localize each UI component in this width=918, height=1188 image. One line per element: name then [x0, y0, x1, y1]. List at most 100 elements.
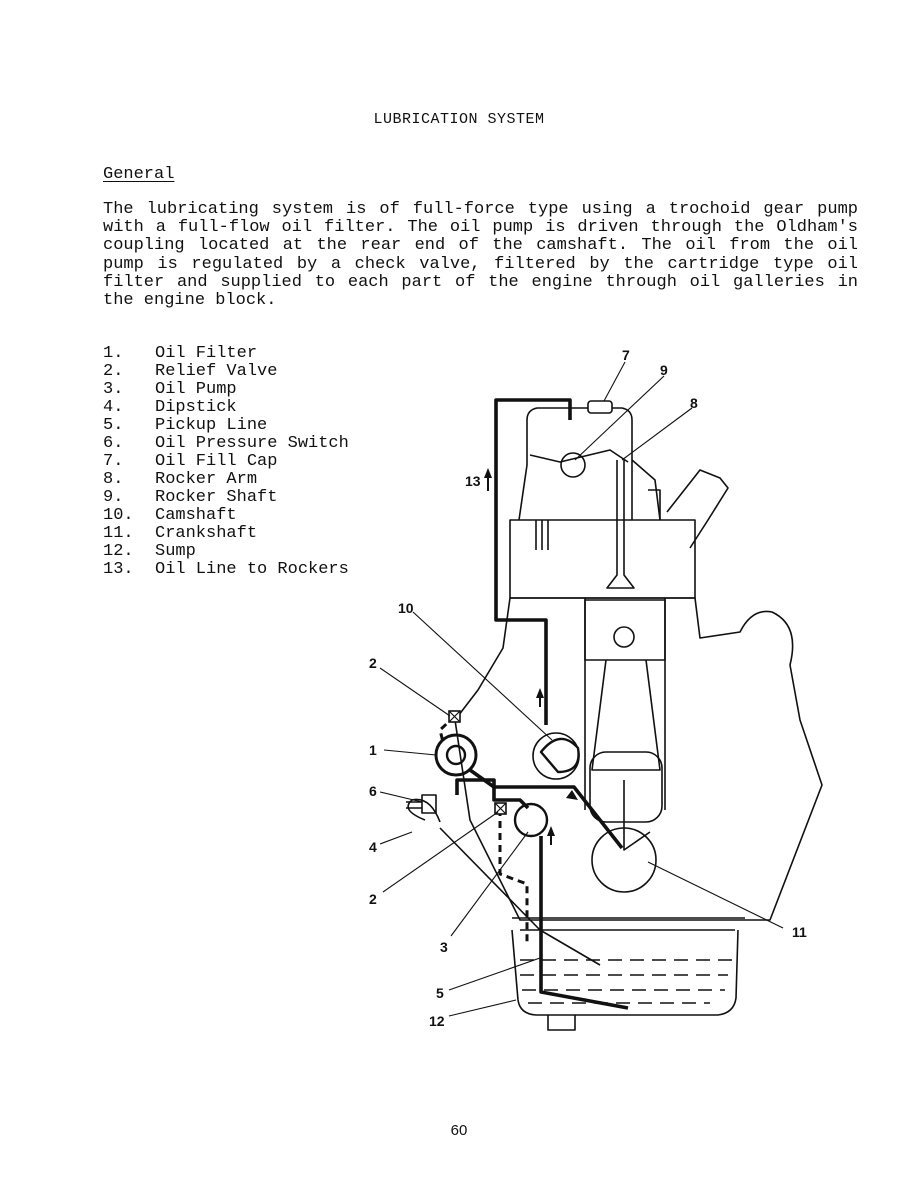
- valve-stem: [606, 460, 635, 589]
- page-number: 60: [450, 1122, 468, 1139]
- legend-number: 1.: [103, 344, 124, 363]
- main-gallery: [455, 650, 548, 810]
- switch-terminal: [406, 801, 422, 809]
- callout-10: 10: [398, 600, 414, 616]
- legend-item: 11. Crankshaft: [103, 525, 349, 543]
- leader-12: [448, 999, 517, 1017]
- drain-plug: [547, 1015, 576, 1031]
- legend-label: Oil Fill Cap: [155, 452, 278, 471]
- flow-arrow-up: [484, 468, 492, 478]
- legend-item: 7. Oil Fill Cap: [103, 453, 349, 471]
- legend-number: 4.: [103, 398, 124, 417]
- sump-flange: [512, 917, 745, 931]
- cylinder-wall: [584, 598, 666, 810]
- legend-number: 5.: [103, 416, 124, 435]
- legend-label: Oil Filter: [155, 344, 258, 363]
- leader-5: [448, 957, 541, 991]
- legend-number: 9.: [103, 488, 124, 507]
- piston: [584, 599, 666, 661]
- legend-item: 13. Oil Line to Rockers: [103, 561, 349, 579]
- oil-filter: [434, 733, 478, 777]
- callout-7: 7: [622, 347, 630, 363]
- leader-6: [379, 791, 423, 803]
- leader-2a: [379, 667, 451, 717]
- legend-item: 5. Pickup Line: [103, 417, 349, 435]
- dipstick: [407, 798, 601, 966]
- cylinder-block-outline: [454, 597, 823, 921]
- legend-item: 4. Dipstick: [103, 399, 349, 417]
- legend-number: 12.: [103, 542, 134, 561]
- legend-item: 12.Sump: [103, 543, 349, 561]
- legend-label: Pickup Line: [155, 416, 268, 435]
- legend-number: 6.: [103, 434, 124, 453]
- legend-label: Camshaft: [155, 506, 237, 525]
- leader-10: [412, 611, 553, 741]
- piston-pin: [613, 626, 635, 648]
- callout-11: 11: [792, 924, 807, 940]
- flow-arrow-up-stem: [539, 697, 541, 707]
- legend-number: 11.: [103, 524, 134, 543]
- callout-2-upper: 2: [369, 655, 377, 671]
- engine-block-outline: [509, 519, 696, 599]
- callout-8: 8: [690, 395, 698, 411]
- legend-label: Oil Pressure Switch: [155, 434, 349, 453]
- page-title: LUBRICATION SYSTEM: [373, 111, 545, 128]
- legend-item: 8. Rocker Arm: [103, 471, 349, 489]
- rocker-shaft: [560, 452, 586, 478]
- leader-2b: [382, 811, 499, 893]
- oil-pump: [513, 802, 549, 838]
- legend-label: Dipstick: [155, 398, 237, 417]
- legend-item: 6. Oil Pressure Switch: [103, 435, 349, 453]
- sump-pan: [511, 929, 739, 1016]
- valve-left: [535, 520, 549, 550]
- flow-arrow-up-stem: [487, 477, 489, 491]
- legend-label: Rocker Shaft: [155, 488, 278, 507]
- relief-return-lower: [498, 809, 529, 945]
- leader-7: [603, 361, 626, 402]
- leader-11: [647, 861, 784, 929]
- oil-line-to-rockers: [494, 398, 572, 650]
- rocker-arm: [529, 449, 629, 463]
- callout-4: 4: [369, 839, 377, 855]
- callout-1: 1: [369, 742, 377, 758]
- callout-5: 5: [436, 985, 444, 1001]
- legend-number: 13.: [103, 560, 134, 579]
- legend-item: 2.Relief Valve: [103, 363, 349, 381]
- legend-label: Oil Pump: [155, 380, 237, 399]
- filter-to-gallery: [468, 768, 624, 850]
- flow-arrow-up: [547, 826, 555, 836]
- crank-throw: [623, 780, 651, 851]
- callout-3: 3: [440, 939, 448, 955]
- callout-9: 9: [660, 362, 668, 378]
- injector: [666, 469, 729, 549]
- legend-number: 3.: [103, 380, 124, 399]
- oil-filter-core: [445, 744, 467, 766]
- section-heading: General: [103, 165, 175, 184]
- legend-label: Rocker Arm: [155, 470, 258, 489]
- leader-1: [383, 749, 437, 756]
- legend-item: 10.Camshaft: [103, 507, 349, 525]
- legend-number: 8.: [103, 470, 124, 489]
- callout-6: 6: [369, 783, 377, 799]
- big-end: [589, 751, 663, 823]
- flow-arrow-up: [536, 688, 544, 698]
- legend-item: 3. Oil Pump: [103, 381, 349, 399]
- camshaft-lobe: [539, 737, 580, 774]
- oil-fill-cap: [587, 400, 613, 414]
- cylinder-head-outline: [526, 407, 633, 520]
- legend-label: Relief Valve: [155, 362, 278, 381]
- leader-9: [574, 375, 665, 461]
- intro-paragraph: The lubricating system is of full-force …: [103, 200, 858, 311]
- leader-8: [621, 407, 693, 461]
- legend-number: 7.: [103, 452, 124, 471]
- legend-label: Oil Line to Rockers: [155, 560, 349, 579]
- pickup-line: [539, 836, 629, 1010]
- flow-arrow-diag: [566, 790, 578, 800]
- parts-legend: 1. Oil Filter 2.Relief Valve 3. Oil Pump 4…: [103, 345, 349, 579]
- oil-level: [520, 959, 733, 1004]
- plug-stub: [648, 489, 661, 520]
- callout-2-lower: 2: [369, 891, 377, 907]
- flow-arrow-up-stem: [550, 835, 552, 845]
- legend-label: Crankshaft: [155, 524, 258, 543]
